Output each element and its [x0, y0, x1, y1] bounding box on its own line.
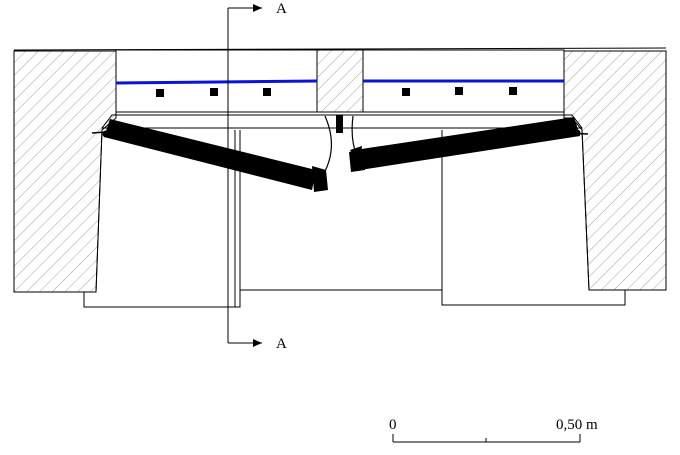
left-swing-arc	[319, 115, 333, 181]
fixing-square	[263, 88, 271, 96]
fixing-square	[210, 88, 218, 96]
scale-start-label: 0	[389, 417, 397, 433]
fixing-square	[455, 87, 463, 95]
left-swing-arrow-icon	[313, 170, 324, 185]
section-label-top: A	[276, 1, 287, 17]
right-swing-arrow-icon	[350, 146, 362, 162]
right-shutter-tip	[349, 149, 365, 172]
fixing-square	[402, 88, 410, 96]
left-waterproofing-line	[115, 79, 318, 85]
fixing-square	[509, 87, 517, 95]
fixing-square	[156, 89, 164, 97]
left-shutter-leaf	[104, 119, 316, 190]
central-latch	[336, 115, 343, 133]
right-wall-hatch	[563, 50, 667, 291]
central-post-hatch	[316, 49, 364, 113]
left-window-casing	[83, 129, 241, 308]
right-shutter-leaf	[355, 117, 580, 170]
scale-bar: 0 0,50 m	[389, 417, 598, 443]
right-window-casing	[441, 129, 626, 306]
lintel-bottom-beam	[100, 114, 584, 129]
section-label-bottom: A	[276, 336, 287, 352]
scale-end-label: 0,50 m	[556, 417, 598, 433]
